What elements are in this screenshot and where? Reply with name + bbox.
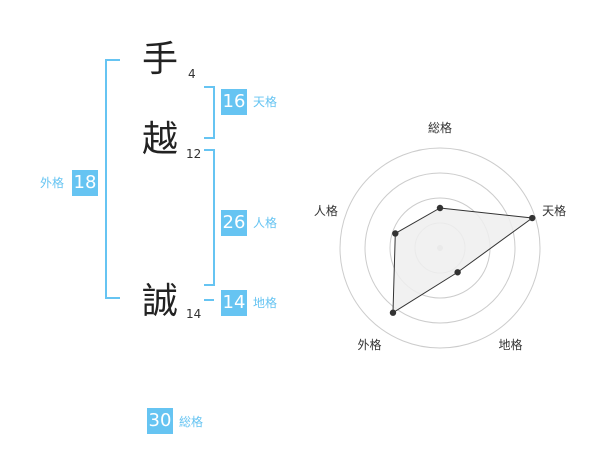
name-char-3-strokes: 14 xyxy=(186,307,202,321)
name-char-2: 越 xyxy=(142,119,179,160)
radar-ring-3 xyxy=(364,172,516,324)
radar-axis-label-1: 総格 xyxy=(428,120,452,135)
jinkaku-bracket xyxy=(204,149,215,286)
jinkaku-value: 26 xyxy=(221,210,247,236)
jinkaku-label: 人格 xyxy=(253,216,278,230)
radar-point-1 xyxy=(436,204,444,212)
name-char-1: 手 xyxy=(142,39,179,80)
radar-area xyxy=(392,207,534,314)
radar-axis-label-4: 外格 xyxy=(357,337,381,352)
chikaku-label: 地格 xyxy=(253,296,278,310)
name-char-2-strokes: 12 xyxy=(186,147,202,161)
gaikaku-bracket xyxy=(105,59,120,299)
radar-points xyxy=(389,204,536,316)
tenkaku-bracket xyxy=(204,86,215,139)
gaikaku-value: 18 xyxy=(72,170,98,196)
radar-point-3 xyxy=(454,269,461,276)
chikaku-value: 14 xyxy=(221,290,247,316)
tenkaku-label: 天格 xyxy=(253,95,278,109)
name-char-3: 誠 xyxy=(142,281,179,322)
gaikaku-label: 外格 xyxy=(40,176,65,190)
soukaku-value: 30 xyxy=(147,408,173,434)
radar-point-2 xyxy=(529,214,536,222)
radar-point-4 xyxy=(389,309,397,316)
radar-axis-label-2: 天格 xyxy=(542,203,566,218)
radar-ring-4 xyxy=(339,147,541,349)
tenkaku-value: 16 xyxy=(221,89,247,115)
name-char-1-strokes: 4 xyxy=(188,67,196,81)
radar-point-5 xyxy=(392,230,399,237)
soukaku-label: 総格 xyxy=(179,415,204,429)
radar-axis-label-3: 地格 xyxy=(499,337,523,352)
radar-axis-label-5: 人格 xyxy=(314,203,338,218)
